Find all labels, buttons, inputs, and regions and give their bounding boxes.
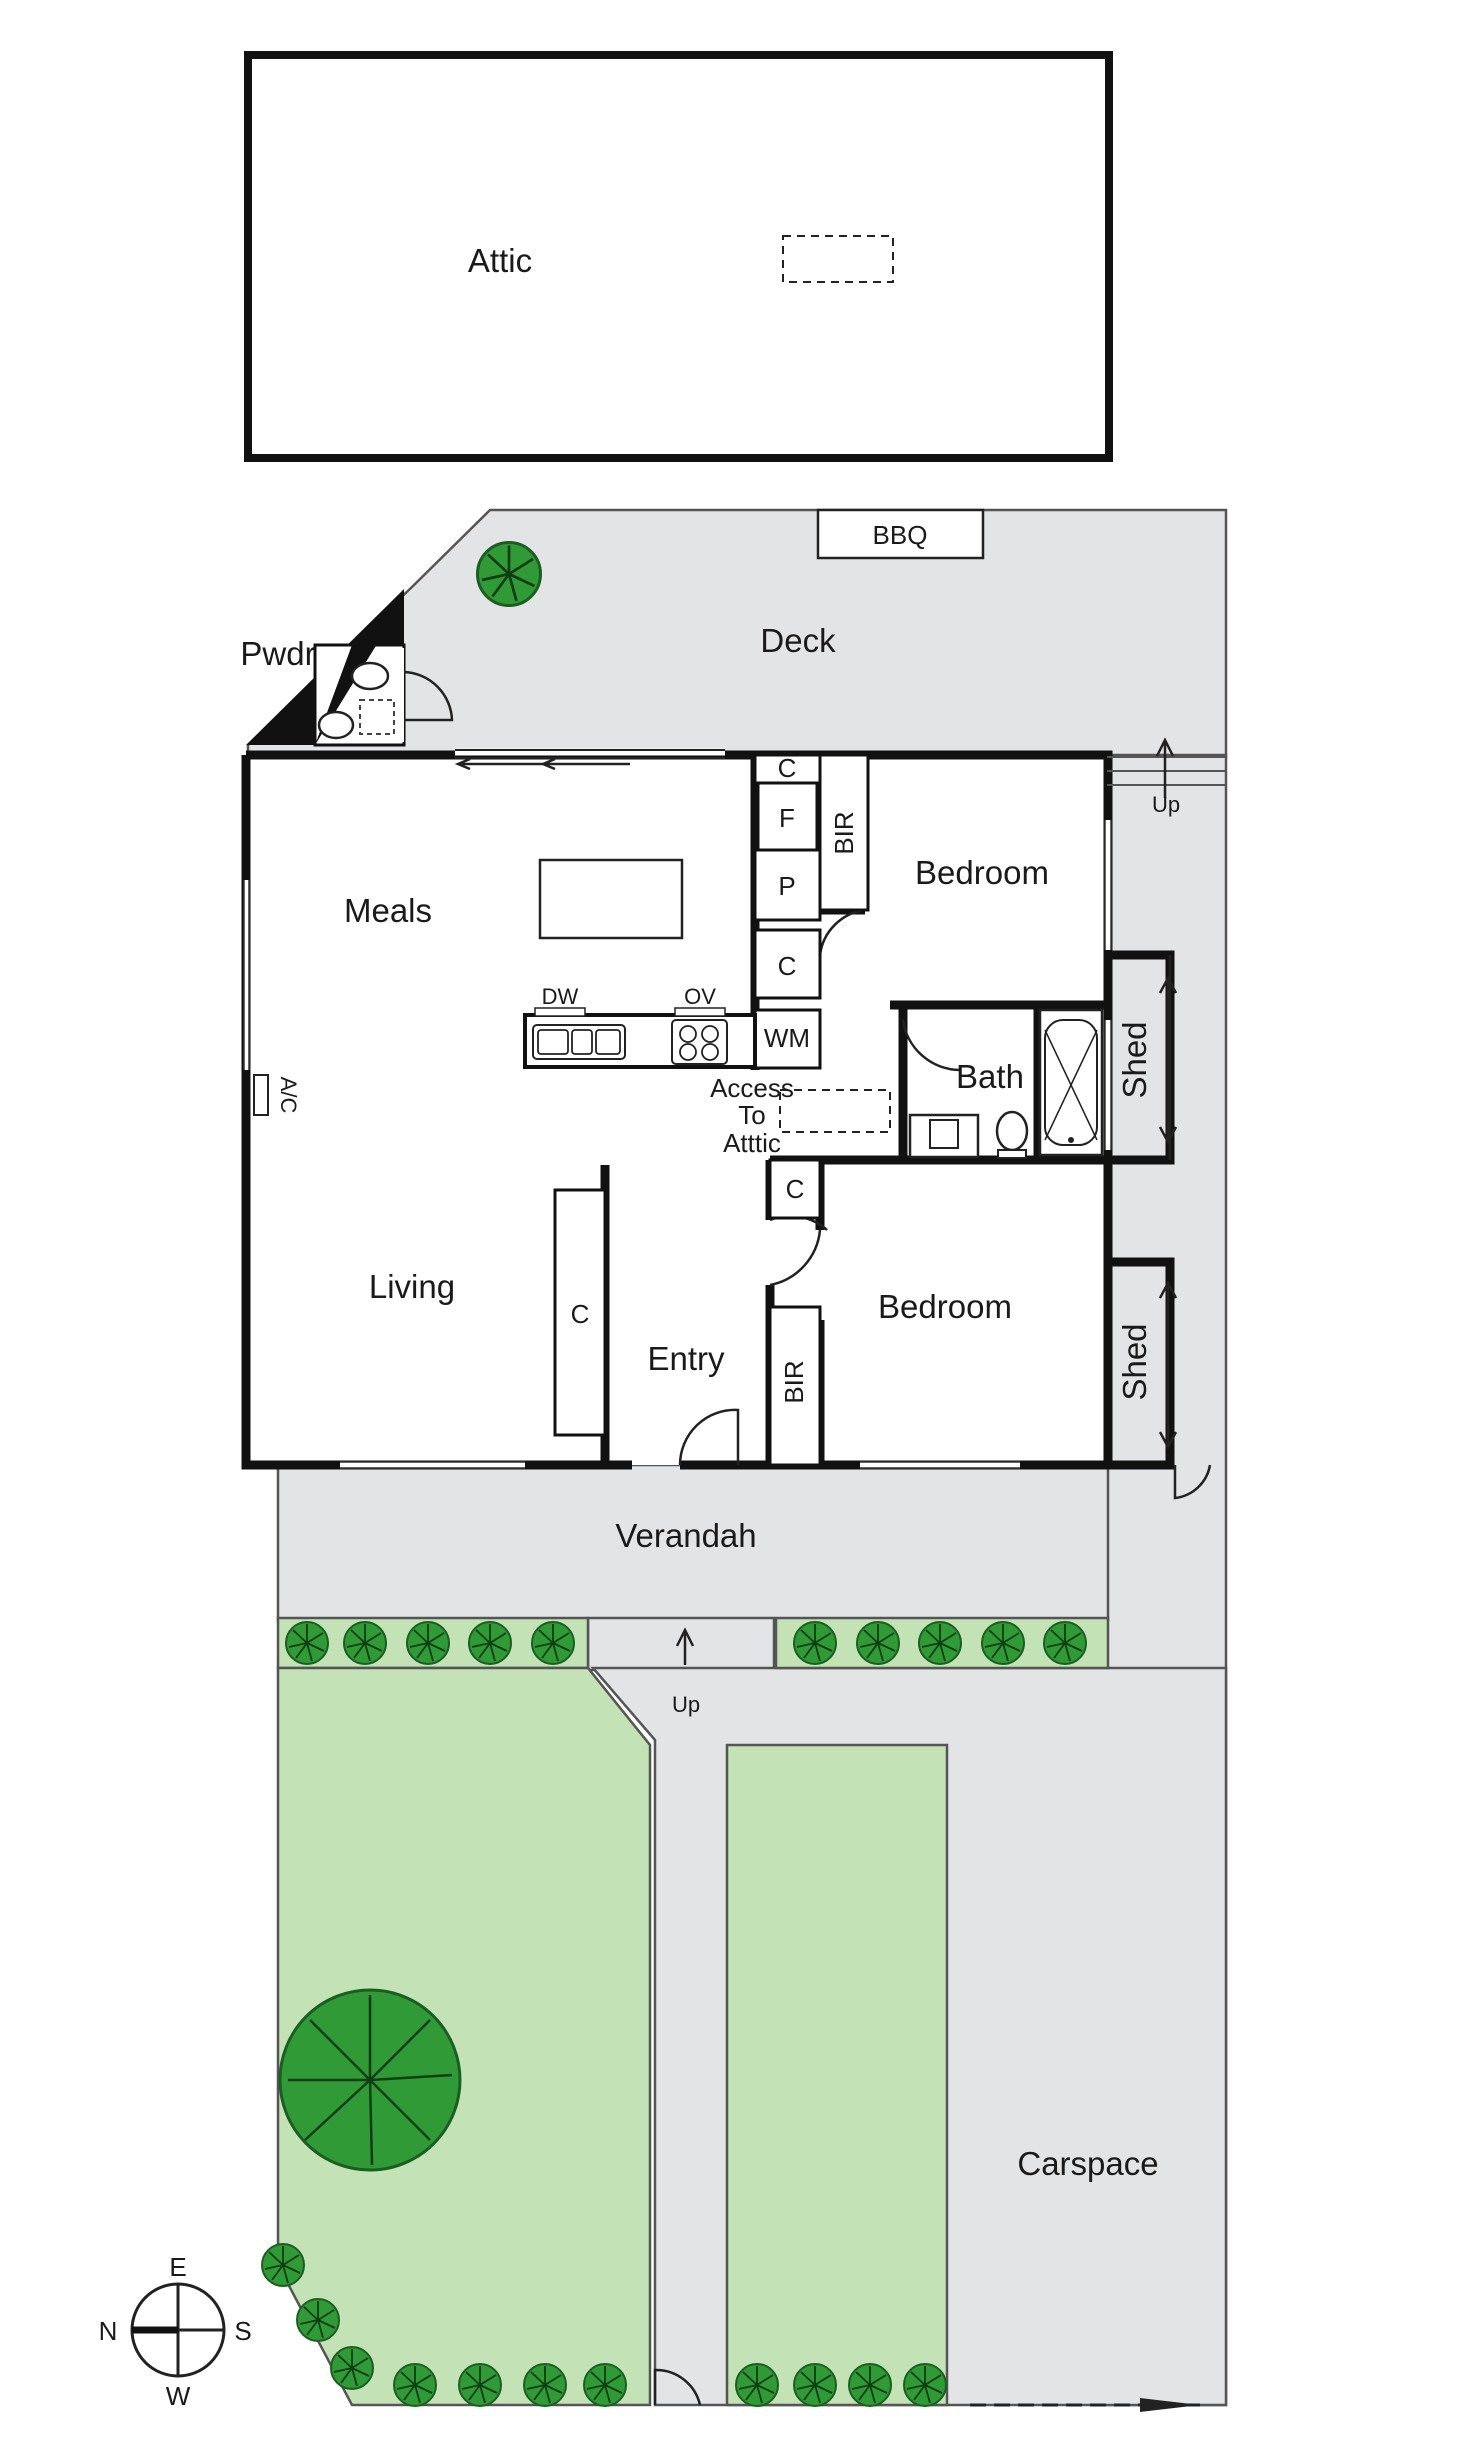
fixture-p: P [778,871,795,901]
carspace-label: Carspace [1017,2145,1158,2182]
access-line-3: Atttic [723,1128,781,1158]
attic-plan: Attic [244,51,1113,462]
compass: N E S W [99,2252,252,2411]
room-labels: Deck BBQ Pwdr Meals Bedroom Bath Living … [240,520,1180,2182]
fixture-bir-2: BIR [779,1360,809,1403]
fixture-ac: A/C [276,1077,301,1114]
attic-label: Attic [468,242,532,279]
entry-label: Entry [647,1340,725,1377]
meals-label: Meals [344,892,432,929]
fixture-bir-1: BIR [829,811,859,854]
fixture-c-top: C [778,753,797,783]
deck-details [588,508,1226,2412]
fixture-wm: WM [764,1023,810,1053]
shed-1-label: Shed [1116,1021,1153,1098]
pwdr-label: Pwdr [240,635,315,672]
bath-label: Bath [956,1058,1024,1095]
sheds [1110,950,1212,1500]
bedroom-2-label: Bedroom [878,1288,1012,1325]
fixture-c-hall: C [786,1174,805,1204]
shed-2-label: Shed [1116,1323,1153,1400]
deck-tree [476,541,542,607]
access-line-1: Access [710,1073,794,1103]
fixture-dw: DW [542,984,579,1009]
fixture-c-mid: C [778,951,797,981]
up-arrow-deck-label: Up [1152,792,1180,817]
plants [261,541,1087,2407]
compass-n: N [99,2316,118,2346]
house [241,589,1113,1470]
access-line-2: To [738,1100,765,1130]
compass-s: S [234,2316,251,2346]
living-label: Living [369,1268,455,1305]
bbq-label: BBQ [873,520,928,550]
compass-w: W [166,2381,191,2411]
fixture-ov: OV [684,984,716,1009]
fixture-f: F [779,803,795,833]
fixture-c-living: C [571,1299,590,1329]
compass-e: E [169,2252,186,2282]
up-arrow-path-label: Up [672,1692,700,1717]
bedroom-1-label: Bedroom [915,854,1049,891]
verandah-label: Verandah [615,1517,756,1554]
deck-label: Deck [760,622,836,659]
garden-tree [278,1988,462,2172]
